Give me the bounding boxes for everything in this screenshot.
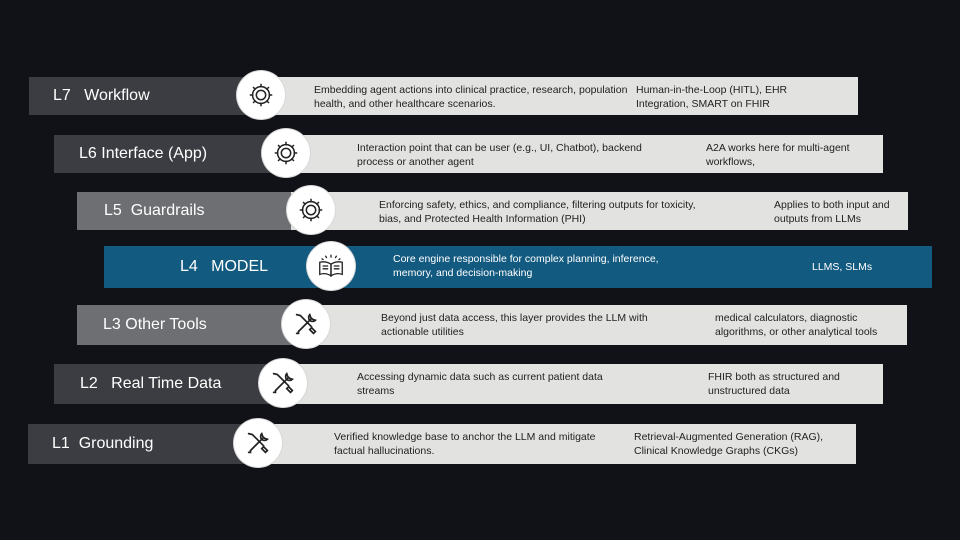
layer-l1: L1 Grounding Verified knowledge base to …	[28, 419, 856, 467]
layer-l4-details: LLMS, SLMs	[812, 261, 873, 273]
layer-l7-description: Embedding agent actions into clinical pr…	[314, 84, 628, 110]
layer-l5-description: Enforcing safety, ethics, and compliance…	[379, 199, 696, 225]
layer-l4-panel: L4 MODEL Core engine responsible for com…	[104, 246, 932, 288]
tools-icon	[234, 419, 282, 467]
layer-l4-label: L4 MODEL	[180, 258, 269, 275]
layer-l5-panel: Enforcing safety, ethics, and compliance…	[291, 192, 908, 230]
layer-l4-description: Core engine responsible for complex plan…	[393, 253, 659, 279]
layer-l2-panel: Accessing dynamic data such as current p…	[283, 364, 883, 404]
layer-l3-panel: Beyond just data access, this layer prov…	[295, 305, 907, 345]
layer-l1-details: Retrieval-Augmented Generation (RAG), Cl…	[634, 431, 824, 457]
layer-l7: L7 Workflow Embedding agent actions into…	[29, 71, 858, 119]
layer-l6-panel: Interaction point that can be user (e.g.…	[289, 135, 883, 173]
layer-l3-details: medical calculators, diagnostic algorith…	[715, 312, 878, 338]
layer-l2-label: L2 Real Time Data	[54, 364, 283, 404]
layer-l2-details: FHIR both as structured and unstructured…	[708, 371, 840, 397]
gear-icon	[262, 129, 310, 177]
layer-l4: L4 MODEL Core engine responsible for com…	[104, 242, 932, 290]
layer-l1-label: L1 Grounding	[28, 424, 260, 464]
layer-l2: L2 Real Time Data Accessing dynamic data…	[54, 359, 883, 407]
tools-icon	[282, 300, 330, 348]
layer-l3: L3 Other Tools Beyond just data access, …	[77, 300, 907, 348]
layer-l1-description: Verified knowledge base to anchor the LL…	[334, 431, 596, 457]
layer-l6: L6 Interface (App) Interaction point tha…	[54, 129, 883, 177]
layer-l5-label: L5 Guardrails	[77, 192, 291, 230]
layer-l7-panel: Embedding agent actions into clinical pr…	[269, 77, 858, 115]
layer-l5: L5 Guardrails Enforcing safety, ethics, …	[77, 186, 908, 234]
layer-l3-description: Beyond just data access, this layer prov…	[381, 312, 648, 338]
layer-l1-panel: Verified knowledge base to anchor the LL…	[260, 424, 856, 464]
layer-l3-label: L3 Other Tools	[77, 305, 295, 345]
tools-icon	[259, 359, 307, 407]
layer-l7-details: Human-in-the-Loop (HITL), EHR Integratio…	[636, 84, 788, 110]
layer-l6-label: L6 Interface (App)	[54, 135, 289, 173]
gear-icon	[287, 186, 335, 234]
open-book-icon	[307, 242, 355, 290]
gear-icon	[237, 71, 285, 119]
layer-l6-details: A2A works here for multi-agent workflows…	[706, 142, 850, 168]
layer-l6-description: Interaction point that can be user (e.g.…	[357, 142, 642, 168]
layer-l7-label: L7 Workflow	[29, 77, 269, 115]
layer-l2-description: Accessing dynamic data such as current p…	[357, 371, 603, 397]
layer-l5-details: Applies to both input and outputs from L…	[774, 199, 890, 225]
